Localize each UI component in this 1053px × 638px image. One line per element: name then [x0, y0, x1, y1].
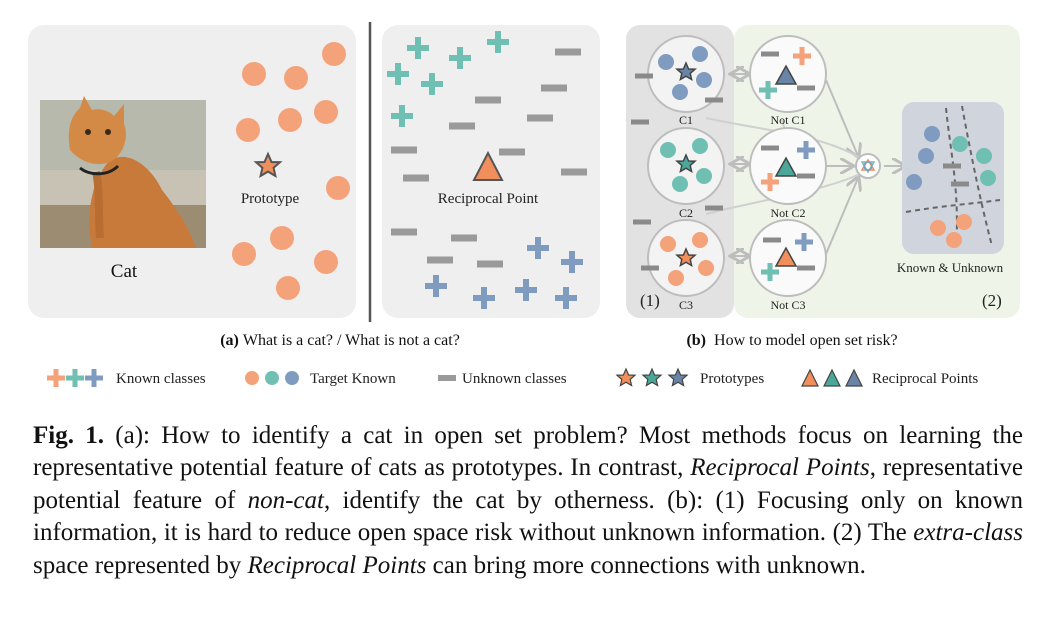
legend-target-known: Target Known	[310, 371, 396, 387]
legend-unknown-classes: Unknown classes	[462, 371, 567, 387]
cluster-not-c1	[749, 35, 827, 113]
target-known-points	[232, 42, 350, 300]
panel-a: Cat Prototype	[28, 22, 600, 349]
caption-emphasis: extra-class	[913, 519, 1023, 547]
cat-photo	[40, 96, 206, 248]
cluster-label-c1: C1	[679, 113, 693, 127]
caption-text: , representative potential feature of	[33, 454, 1023, 514]
subcaption-a: (a)What is a cat? / What is not a cat?	[220, 332, 460, 349]
cat-label: Cat	[111, 261, 138, 282]
legend-known-classes: Known classes	[116, 371, 206, 387]
not-label-c2: Not C2	[770, 206, 805, 220]
cluster-c2	[631, 119, 725, 211]
legend-prototypes: Prototypes	[700, 371, 764, 387]
cluster-not-c2	[749, 127, 827, 205]
cluster-not-c3	[749, 219, 827, 297]
caption-emphasis: non-cat	[247, 486, 324, 514]
cluster-label-c2: C2	[679, 206, 693, 220]
part2-label: (2)	[982, 291, 1002, 310]
prototype-label: Prototype	[241, 191, 300, 207]
part1-label: (1)	[640, 291, 660, 310]
caption-text: , identify the cat by otherness. (b): (1…	[33, 486, 1023, 547]
caption-fig-label: Fig. 1.	[33, 422, 104, 449]
reciprocal-point-triangle-icon	[472, 150, 504, 181]
legend: Known classes Target Known Unknown class…	[47, 368, 978, 387]
reciprocal-point-label: Reciprocal Point	[438, 191, 539, 207]
cluster-c1	[635, 35, 725, 113]
caption-text: space represented by	[33, 551, 248, 579]
known-unknown-space	[902, 102, 1004, 254]
panel-b: C1 C2 C3 Not C1 Not C2 Not C3	[626, 25, 1020, 349]
figure-canvas: Cat Prototype	[28, 22, 1020, 387]
not-label-c1: Not C1	[770, 113, 805, 127]
subcaption-b: (b)How to model open set risk?	[686, 332, 897, 349]
not-label-c3: Not C3	[770, 298, 805, 312]
known-unknown-label: Known & Unknown	[897, 260, 1004, 275]
caption-emphasis: Reciprocal Points	[690, 454, 870, 482]
caption-emphasis: Reciprocal Points	[247, 551, 427, 579]
cluster-label-c3: C3	[679, 298, 693, 312]
legend-reciprocal-points: Reciprocal Points	[872, 371, 978, 387]
figure-caption: Fig. 1. (a): How to identify a cat in op…	[33, 420, 1023, 582]
cluster-c3	[633, 219, 725, 297]
caption-text: can bring more connections with unknown.	[426, 551, 866, 579]
caption-text: (a): How to identify a cat in open set p…	[33, 422, 1024, 482]
merge-node-icon	[855, 153, 881, 179]
